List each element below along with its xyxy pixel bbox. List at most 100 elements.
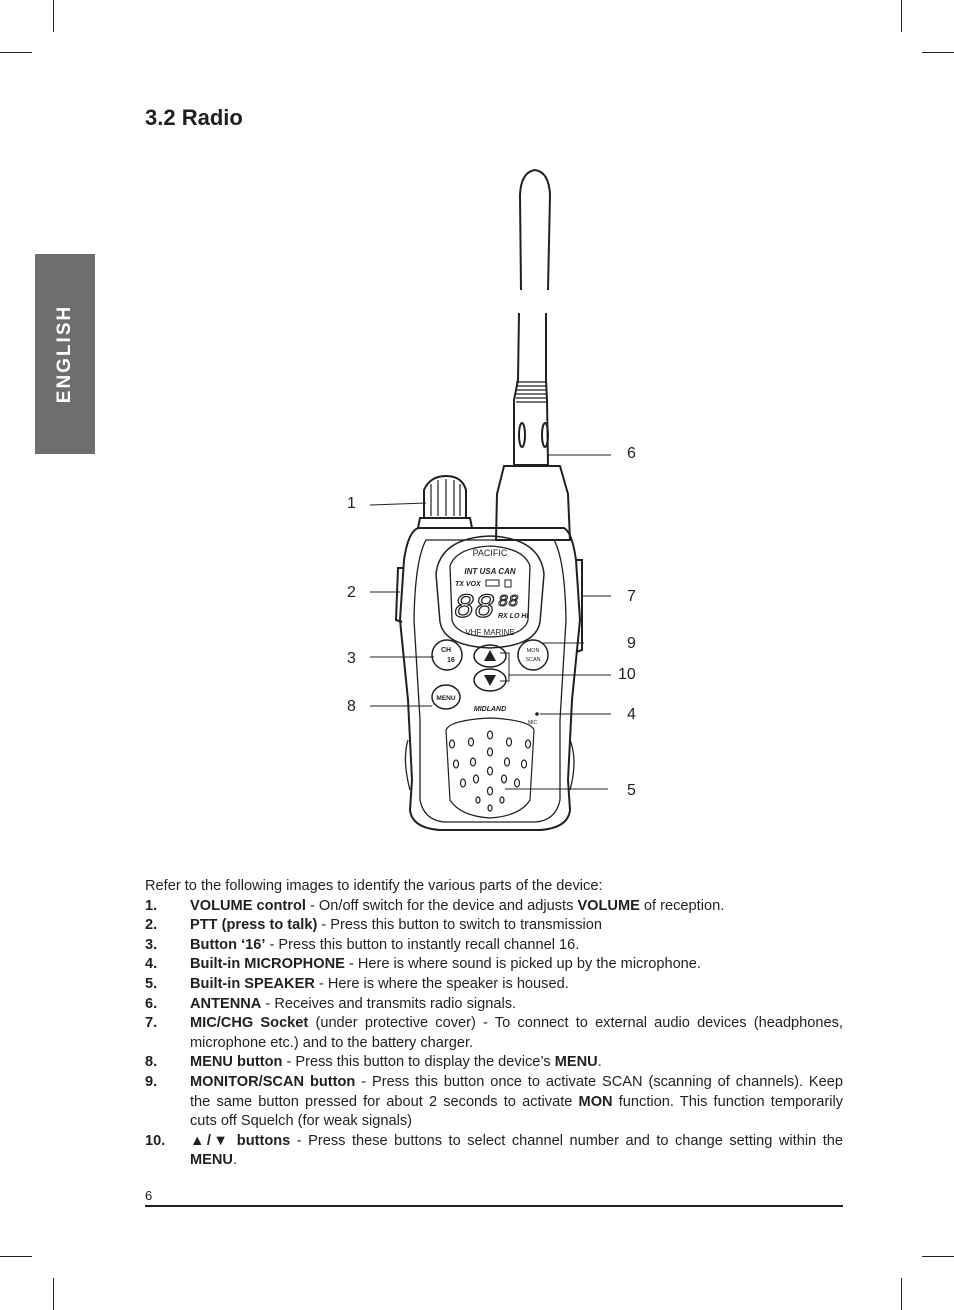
intro-text: Refer to the following images to identif… [145, 878, 603, 894]
list-item-term: ANTENNA [190, 995, 262, 1012]
list-item-number: 4. [145, 956, 158, 973]
mic-label: MIC [528, 720, 538, 726]
menu-label: MENU [436, 695, 455, 702]
callout-5: 5 [627, 782, 636, 799]
list-item: 3. Button ‘16’ - Press this button to ins… [145, 936, 843, 956]
list-item-text: Built-in MICROPHONE - Here is where soun… [190, 955, 843, 975]
crop-mark [53, 1278, 54, 1310]
list-item-number: 3. [145, 936, 158, 953]
list-item: 7.MIC/CHG Socket (under protective cover… [145, 1014, 843, 1053]
crop-mark [0, 52, 32, 53]
list-item-description: - Receives and transmits radio signals. [261, 995, 517, 1012]
mon-label: MON [527, 648, 540, 654]
list-item-text: ▲/▼ buttons - Press these buttons to sel… [190, 1132, 843, 1171]
list-item-description: - Press this button to display the devic… [282, 1054, 555, 1071]
callout-3: 3 [347, 650, 356, 667]
list-item-description: function. This function temporarily cuts… [190, 1093, 843, 1130]
list-item-description: - Press these buttons to select channel … [290, 1132, 843, 1149]
list-item-number: 5. [145, 975, 158, 992]
ch16-label: 16 [447, 657, 455, 664]
list-item-term: MENU [554, 1054, 598, 1071]
list-item-number: 1. [145, 897, 158, 914]
page-number: 6 [145, 1188, 153, 1203]
list-item-description: - Here is where the speaker is housed. [314, 975, 569, 992]
mon-scan-button [517, 639, 549, 671]
list-item-description: (under protective cover) - To connect to… [190, 1015, 843, 1051]
list-item-number: 6. [145, 995, 158, 1012]
list-item-term: MONITOR/SCAN button [190, 1073, 356, 1090]
callout-6: 6 [627, 445, 636, 462]
display-rx-lo-hi: RX LO HI [498, 613, 529, 620]
list-item-text: Button ‘16’ - Press this button to insta… [190, 936, 843, 956]
display-brand-top: PACIFIC [473, 548, 508, 558]
up-button [473, 644, 507, 668]
ch-label: CH [441, 647, 451, 654]
list-item-term: Built-in MICROPHONE [190, 956, 345, 973]
callout-8: 8 [347, 698, 356, 715]
scan-label: SCAN [525, 657, 540, 663]
list-item-text: MIC/CHG Socket (under protective cover) … [190, 1014, 843, 1053]
down-button [473, 668, 507, 692]
list-item-number: 2. [145, 917, 158, 934]
list-item-term: PTT (press to talk) [190, 917, 318, 934]
display-frame [435, 535, 545, 649]
list-item-number: 10. [145, 1132, 166, 1149]
list-item-term: MENU button [190, 1054, 283, 1071]
crop-mark [922, 52, 954, 53]
list-item: 2. PTT (press to talk) - Press this butto… [145, 916, 843, 936]
speaker-grille [445, 717, 535, 819]
display-tx-vox: TX VOX [455, 581, 482, 588]
callout-2: 2 [347, 584, 356, 601]
list-item-text: Built-in SPEAKER - Here is where the spe… [190, 975, 843, 995]
crop-mark [0, 1256, 32, 1257]
crop-mark [901, 0, 902, 32]
display-brand-bottom: VHF MARINE [465, 628, 514, 637]
radio-body [398, 527, 582, 831]
display-regions: INT USA CAN [464, 567, 515, 576]
list-item-term: VOLUME [577, 897, 640, 914]
parts-description: Refer to the following images to identif… [145, 877, 843, 1171]
list-item: 8. MENU button - Press this button to dis… [145, 1053, 843, 1073]
list-item-text: VOLUME control - On/off switch for the d… [190, 897, 843, 917]
footer-rule [145, 1205, 843, 1207]
callout-4: 4 [627, 706, 636, 723]
callout-1: 1 [347, 495, 356, 512]
list-item-description: . [232, 1152, 238, 1169]
list-item: 4. Built-in MICROPHONE - Here is where so… [145, 955, 843, 975]
crop-mark [901, 1278, 902, 1310]
list-item-term: MENU [190, 1152, 233, 1169]
callout-10: 10 [618, 666, 636, 683]
list-item-term: MON [578, 1093, 613, 1110]
list-item-description: of reception. [639, 897, 725, 914]
list-item-description: - Press this button once to activate SCA… [190, 1073, 844, 1110]
list-item-description: - On/off switch for the device and adjus… [305, 897, 578, 914]
parts-list: 1. VOLUME control - On/off switch for the… [145, 897, 843, 1171]
list-item-term: Button ‘16’ [190, 936, 266, 953]
list-item-description: - Here is where sound is picked up by th… [344, 956, 701, 973]
ch16-button [431, 639, 463, 671]
display-small-digits: 88 [498, 593, 518, 612]
brand-logo: MIDLAND [474, 706, 506, 713]
list-item-term: Built-in SPEAKER [190, 975, 315, 992]
list-item-text: MENU button - Press this button to displ… [190, 1053, 843, 1073]
language-tab-label: ENGLISH [54, 304, 75, 404]
list-item: 1. VOLUME control - On/off switch for the… [145, 897, 843, 917]
volume-knob [423, 474, 467, 519]
list-item: 6. ANTENNA - Receives and transmits radio… [145, 995, 843, 1015]
list-item-text: MONITOR/SCAN button - Press this button … [190, 1073, 843, 1132]
callout-9: 9 [627, 635, 636, 652]
list-item-text: PTT (press to talk) - Press this button … [190, 916, 843, 936]
list-item: 9. MONITOR/SCAN button - Press this butto… [145, 1073, 843, 1132]
crop-mark [53, 0, 54, 32]
list-item-text: ANTENNA - Receives and transmits radio s… [190, 995, 843, 1015]
radio-illustration: PACIFIC INT USA CAN TX VOX 88 88 RX LO H… [347, 168, 636, 831]
section-title: 3.2 Radio [145, 105, 243, 130]
antenna-upper [518, 168, 552, 291]
list-item-number: 9. [145, 1073, 158, 1090]
list-item-term: MIC/CHG Socket [190, 1015, 309, 1032]
list-item: 10. ▲/▼ buttons - Press these buttons to … [145, 1132, 843, 1171]
list-item-description: . [597, 1054, 602, 1071]
crop-mark [922, 1256, 954, 1257]
callout-7: 7 [627, 588, 636, 605]
list-item-number: 8. [145, 1054, 158, 1071]
